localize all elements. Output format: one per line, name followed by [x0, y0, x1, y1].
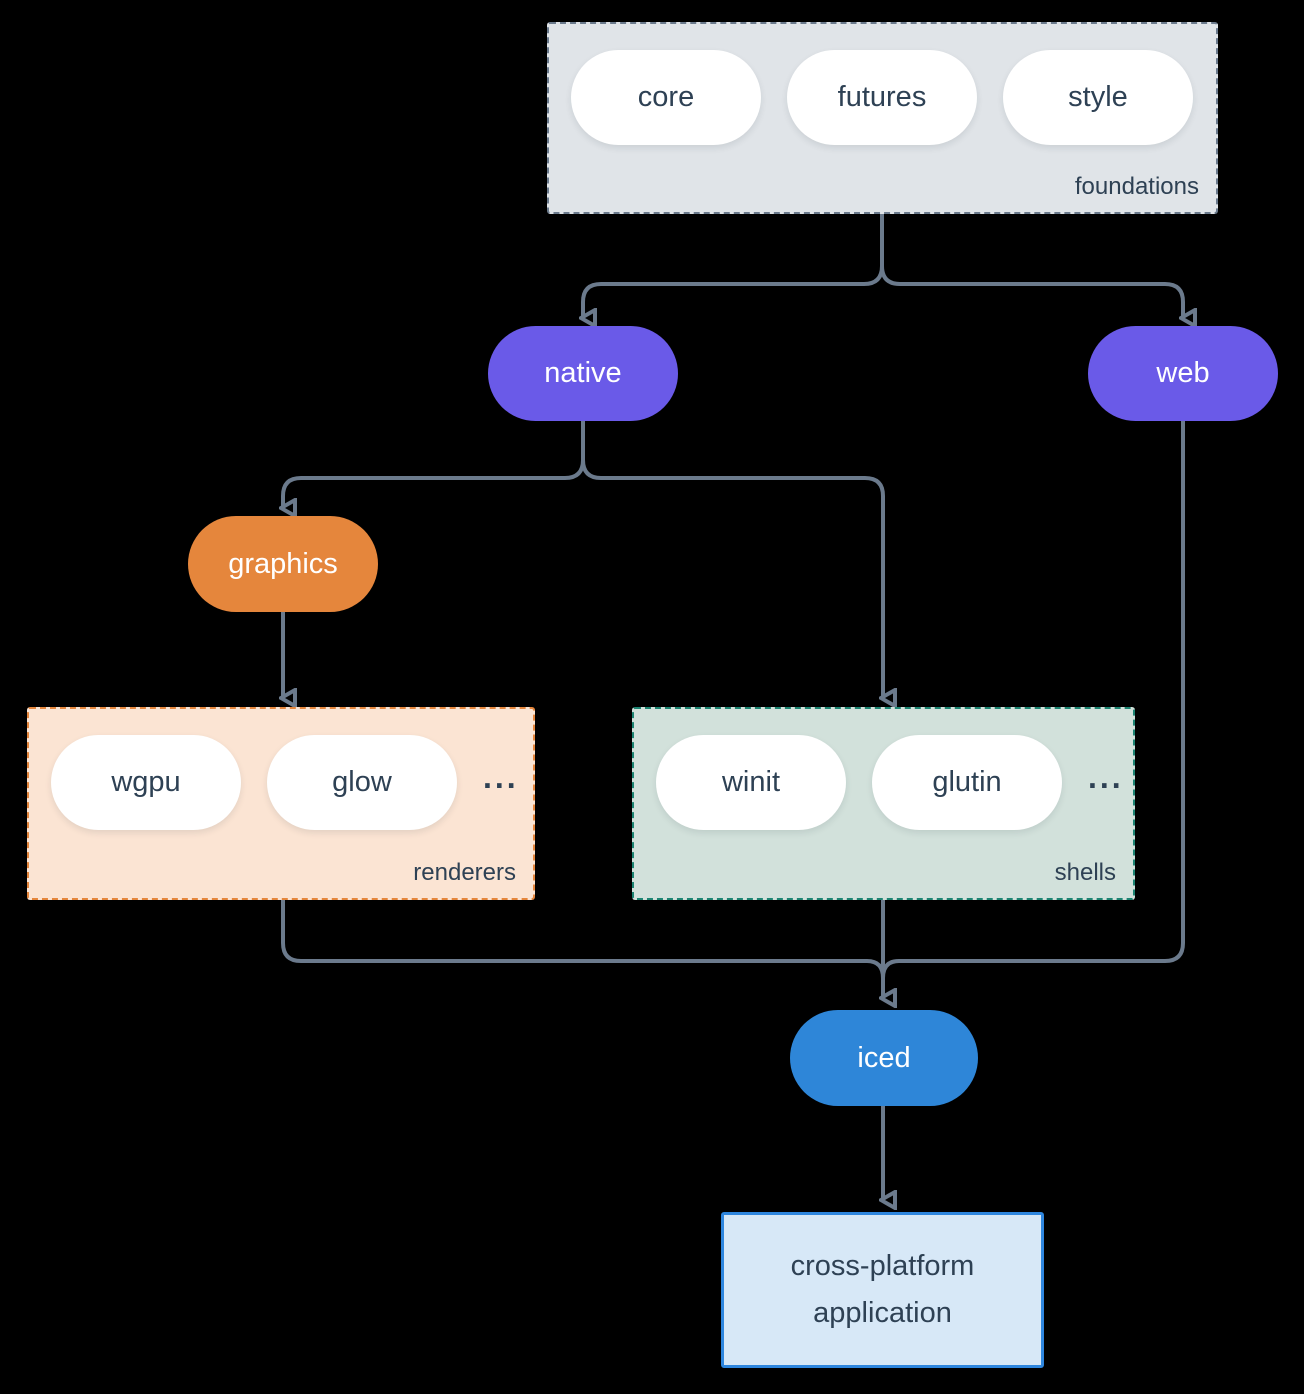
node-graphics: graphics: [188, 516, 378, 612]
pill-core-label: core: [637, 81, 695, 113]
pill-glow: glow: [267, 735, 457, 830]
foundations-pills-row: core futures style: [549, 24, 1216, 145]
renderers-ellipsis: ...: [483, 759, 519, 795]
node-application-label: cross-platform application: [790, 1250, 975, 1329]
pill-glutin: glutin: [872, 735, 1062, 830]
pill-core: core: [571, 50, 761, 145]
node-cross-platform-application: cross-platform application: [721, 1212, 1044, 1368]
pill-glutin-label: glutin: [932, 766, 1002, 798]
renderers-group-label: renderers: [413, 859, 516, 886]
pill-futures: futures: [787, 50, 977, 145]
node-native: native: [488, 326, 678, 421]
node-web: web: [1088, 326, 1278, 421]
pill-style-label: style: [1068, 81, 1128, 113]
renderers-group: wgpu glow ... renderers: [27, 707, 535, 900]
pill-style: style: [1003, 50, 1193, 145]
foundations-group-label: foundations: [1074, 173, 1199, 200]
shells-pills-row: winit glutin ...: [634, 709, 1133, 830]
pill-wgpu: wgpu: [51, 735, 241, 830]
foundations-group: core futures style foundations: [547, 22, 1218, 214]
pill-glow-label: glow: [332, 766, 392, 798]
pill-futures-label: futures: [837, 81, 927, 113]
shells-group-label: shells: [1054, 859, 1116, 886]
node-graphics-label: graphics: [228, 547, 338, 580]
pill-winit-label: winit: [721, 766, 780, 798]
edge-foundations-to-native: [583, 214, 884, 318]
edge-foundations-to-web: [880, 214, 1183, 318]
node-iced-label: iced: [857, 1041, 911, 1074]
edge-renderers-to-merge: [281, 900, 885, 979]
pill-wgpu-label: wgpu: [111, 766, 181, 798]
node-native-label: native: [544, 357, 622, 389]
node-iced: iced: [790, 1010, 978, 1106]
node-web-label: web: [1156, 357, 1210, 389]
shells-group: winit glutin ... shells: [632, 707, 1135, 900]
renderers-pills-row: wgpu glow ...: [29, 709, 533, 830]
edge-native-to-shells: [581, 421, 883, 698]
shells-ellipsis: ...: [1088, 759, 1124, 795]
edge-native-to-graphics: [283, 421, 585, 508]
pill-winit: winit: [656, 735, 846, 830]
